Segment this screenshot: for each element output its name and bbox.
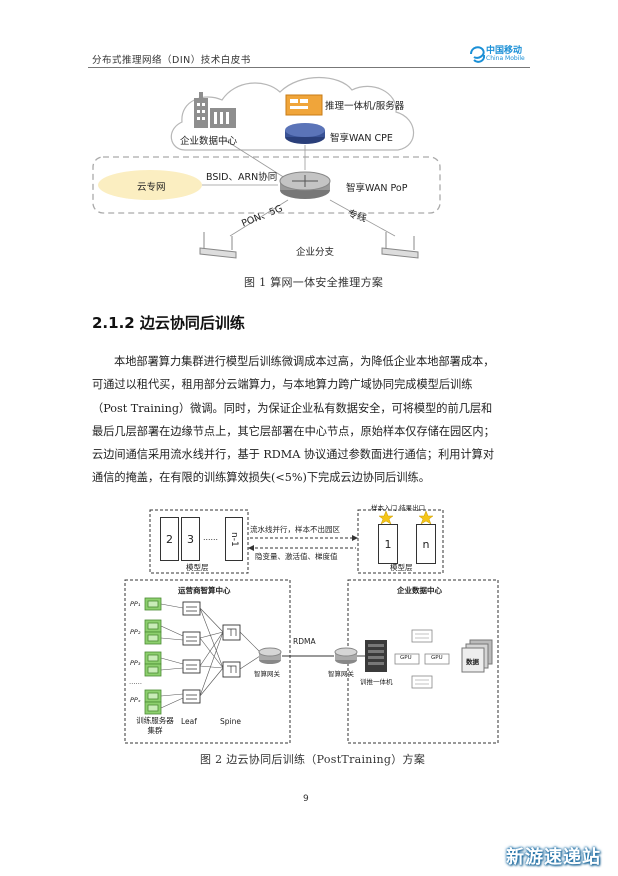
cloud-outline [170,76,415,151]
leaf-switch-icons [182,601,201,704]
training-appliance-label: 训推一体机 [360,678,393,686]
server-icon [285,94,323,116]
paragraph-line: 云边间通信采用流水线并行，基于 RDMA 协议通过参数面进行通信；利用计算对 [92,448,495,462]
paragraph-line: 通信的掩盖，在有限的训练算效损失(<5%)下完成云边协同后训练。 [92,471,430,485]
operator-dc-box [124,579,291,744]
model-layer-right-box [357,509,444,574]
label-cloud-net: 云专网 [137,182,166,193]
body-paragraph: 本地部署算力集群进行模型后训练微调成本过高，为降低企业本地部署成本， 可通过以租… [92,350,532,490]
cluster-label: 训练服务器集群 [136,716,174,735]
paragraph-line: 可通过以租代买，租用部分云端算力，与本地算力跨广域协同完成模型后训练 [92,378,473,392]
operator-dc-title: 运营商智算中心 [178,586,231,595]
logo-text-cn: 中国移动 [486,46,523,56]
label-branch: 企业分支 [296,247,335,258]
cloud-net-ellipse [98,170,202,200]
gateway-right-label: 智算网关 [328,670,354,678]
header-rule [88,67,530,68]
data-stack-icon [461,639,493,673]
spine-switch-icons [222,624,241,678]
paragraph-line: 最后几层部署在边缘节点上，其它层部署在中心节点，原始样本仅存储在园区内； [92,424,495,438]
gateway-left-label: 智算网关 [254,670,280,678]
logo-text-en: China Mobile [486,55,525,62]
rdma-label: RDMA [293,637,316,646]
header-title: 分布式推理网络（DIN）技术白皮书 [92,55,251,66]
page-number: 9 [303,794,309,804]
gpu-stack-icons [144,597,162,715]
star-icon [418,510,434,525]
branch-router-left-icon [199,232,237,259]
spine-label: Spine [220,717,241,726]
model-layer-right-label: 模型层 [390,563,413,572]
data-label: 数据 [466,658,479,666]
training-appliance-icon [365,640,387,672]
gateway-right-icon [334,647,358,664]
model-layer-left-label: 模型层 [186,563,209,572]
pipeline-text: 流水线并行，样本不出园区 [250,525,340,534]
label-bsid: BSID、ARN协同 [206,172,278,183]
label-wan-cpe: 智享WAN CPE [330,133,393,144]
figure1-caption: 图 1 算网一体安全推理方案 [244,276,384,289]
leaf-label: Leaf [181,717,197,726]
gpu-label: GPU [431,655,443,661]
model-layer-cell: 2 [160,517,179,561]
label-wan-pop: 智享WAN PoP [346,183,408,194]
transfer-text: 隐变量、激活值、梯度值 [255,552,338,561]
model-layer-cell: 3 [181,517,200,561]
gateway-left-icon [258,647,282,664]
model-layer-cell: 1 [378,524,398,564]
pp-label: PP₂ [130,628,141,636]
paragraph-line: （Post Training）微调。同时，为保证企业私有数据安全，可将模型的前几… [92,401,493,415]
paragraph-line: 本地部署算力集群进行模型后训练微调成本过高，为降低企业本地部署成本， [114,355,495,368]
pp-label: …… [129,678,142,686]
model-layer-cell-text: n-1 [229,531,239,547]
gpu-label: GPU [400,655,412,661]
pop-router-icon [279,171,331,199]
sample-io-text: 样本入门 结果出口 [371,504,426,512]
enterprise-dc-box [347,579,499,744]
star-icon [378,510,394,525]
label-inference-server: 推理一体机/服务器 [325,101,405,112]
model-layer-cell: n-1 [225,517,243,561]
china-mobile-logo [470,46,486,63]
pp-label: PP₃ [130,659,141,667]
section-heading: 2.1.2 边云协同后训练 [92,314,245,332]
watermark: 新游速递站 [506,847,601,868]
wan-dashed-box [92,156,441,214]
pp-label: PP₁ [130,600,141,608]
branch-router-right-icon [381,232,419,259]
cpe-router-icon [285,123,325,144]
model-layer-cell: n [416,524,436,564]
figure2-caption: 图 2 边云协同后训练（PostTraining）方案 [200,753,426,766]
model-layer-ellipsis: …… [203,533,218,542]
enterprise-dc-title: 企业数据中心 [397,586,442,595]
model-layer-left-box [149,509,249,574]
pp-label: PPₓ [130,696,141,704]
label-enterprise-dc: 企业数据中心 [180,136,238,147]
